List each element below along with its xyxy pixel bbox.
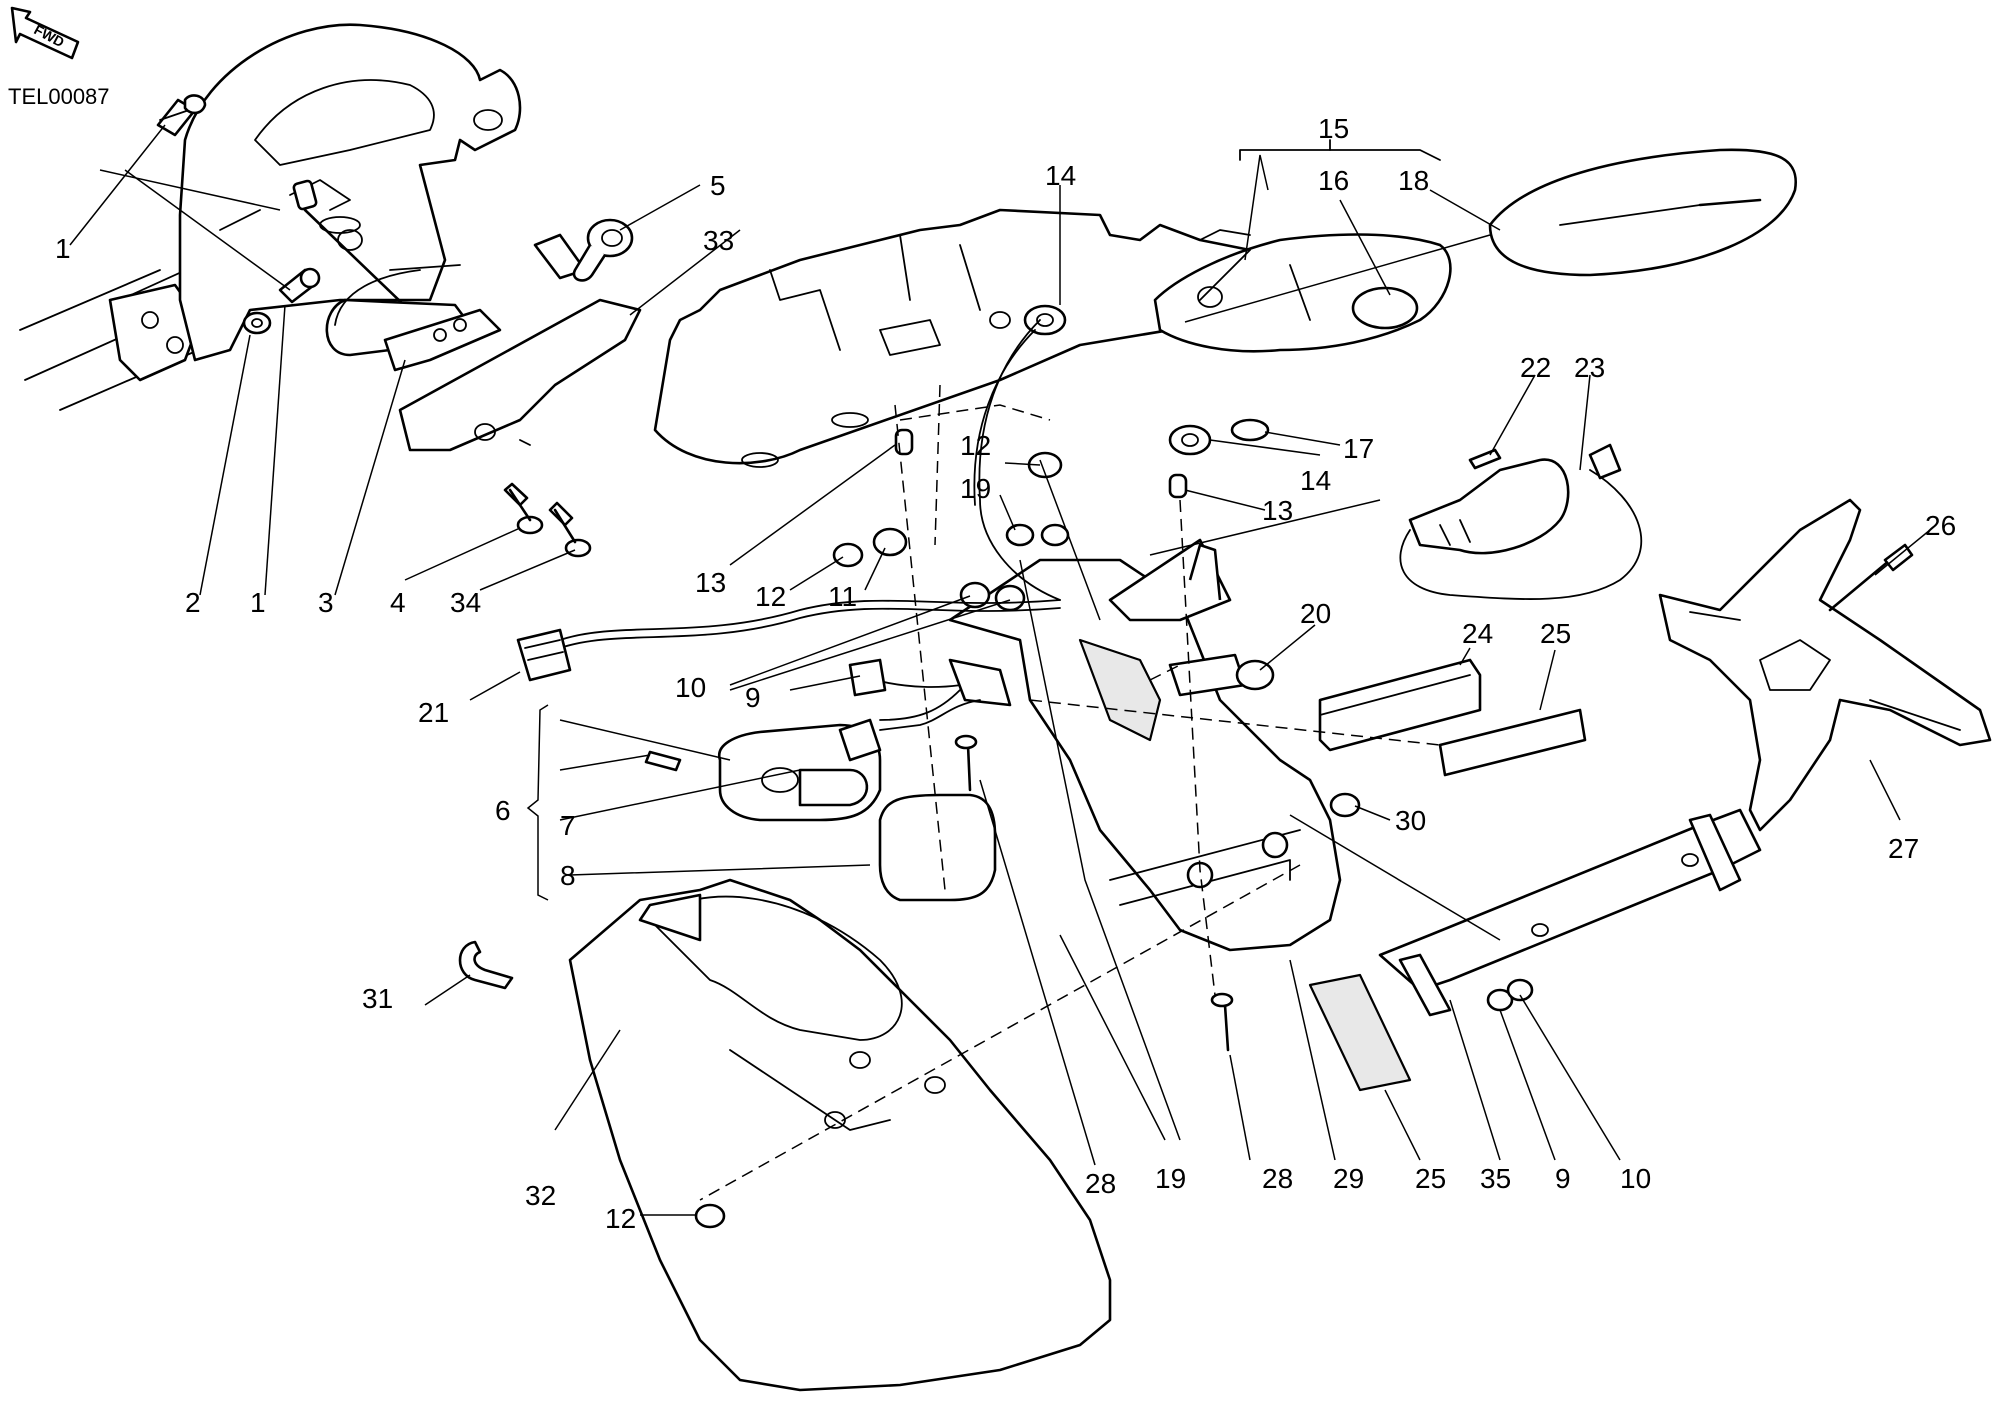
latch-lever (383, 308, 502, 372)
callout-6: 6 (495, 795, 511, 826)
callout-10-bottom: 10 (1620, 1163, 1651, 1194)
reflector-25-right (1438, 708, 1587, 777)
callout-18: 18 (1398, 165, 1429, 196)
screw-6 (644, 750, 682, 772)
callout-25-bottom: 25 (1415, 1163, 1446, 1194)
turn-signal-bracket (1108, 538, 1232, 622)
callout-14-top: 14 (1045, 160, 1076, 191)
callout-10-left: 10 (675, 672, 706, 703)
callout-23: 23 (1574, 352, 1605, 383)
callout-1-a: 1 (55, 233, 71, 264)
bolts-4-34 (503, 482, 592, 558)
clip-31 (458, 940, 514, 990)
callout-35: 35 (1480, 1163, 1511, 1194)
callout-numbers: 1 1 2 3 4 34 5 33 13 12 11 12 19 10 9 21… (55, 113, 1956, 1234)
spacers-19 (1005, 523, 1070, 547)
callout-9-bottom: 9 (1555, 1163, 1571, 1194)
callout-12-top: 12 (960, 430, 991, 461)
callout-12-left: 12 (755, 581, 786, 612)
callout-25-right: 25 (1540, 618, 1571, 649)
callout-29: 29 (1333, 1163, 1364, 1194)
support-bracket-35 (1378, 808, 1762, 1017)
rear-fender-32 (568, 878, 1112, 1392)
rivet-13-right (1168, 473, 1188, 499)
screw-1-bottom (278, 267, 321, 304)
dash-lines (699, 384, 1441, 1201)
grommet-14-top (1023, 304, 1067, 336)
callout-28-left: 28 (1085, 1168, 1116, 1199)
callout-1-b: 1 (250, 587, 266, 618)
callout-24: 24 (1462, 618, 1493, 649)
bulb-17 (1230, 418, 1270, 442)
nut-12-bottom (694, 1203, 726, 1229)
callout-26: 26 (1925, 510, 1956, 541)
turn-signal-right (1399, 443, 1643, 600)
callout-3: 3 (318, 587, 334, 618)
washer-2 (242, 311, 272, 335)
callout-34: 34 (450, 587, 481, 618)
grommet-14-right (1168, 424, 1212, 456)
callout-12-bottom: 12 (605, 1203, 636, 1234)
tail-light-housing (1153, 233, 1452, 353)
bolt-26 (1828, 543, 1914, 612)
seat-latch-bracket (178, 23, 522, 362)
callout-31: 31 (362, 983, 393, 1014)
callout-11: 11 (828, 581, 857, 612)
callout-4: 4 (390, 587, 406, 618)
callout-19-bottom: 19 (1155, 1163, 1186, 1194)
callout-13-left: 13 (695, 567, 726, 598)
callout-15: 15 (1318, 113, 1349, 144)
screw-1-top (156, 94, 207, 137)
turn-signal-left-housing (717, 699, 981, 822)
seat-pad-bracket (398, 298, 642, 452)
callout-5: 5 (710, 170, 726, 201)
callout-28-right: 28 (1262, 1163, 1293, 1194)
lock-cylinder-5 (533, 218, 634, 282)
junction-box (948, 658, 1012, 707)
connector-21 (516, 628, 572, 682)
drawing-code: TEL00087 (8, 84, 110, 109)
license-plate-bracket-27 (1658, 498, 1992, 832)
callout-19-top: 19 (960, 473, 991, 504)
nut-30 (1329, 792, 1361, 818)
leader-lines (69, 124, 1931, 1216)
washer-nut-9-10 (1486, 978, 1534, 1012)
callout-8: 8 (560, 860, 576, 891)
screws-28 (954, 734, 1234, 1052)
forward-arrow-icon: FWD (10, 6, 80, 60)
callout-9-left: 9 (745, 682, 761, 713)
connector-9 (848, 658, 887, 697)
callout-13-right: 13 (1262, 495, 1293, 526)
frame-rail-section (19, 249, 231, 411)
license-plate-holder (948, 558, 1342, 952)
tail-light-bracket-15 (1239, 139, 1441, 161)
callout-7: 7 (560, 810, 576, 841)
plate-light-cover-24 (1318, 658, 1482, 752)
callout-6-bracket (526, 704, 549, 901)
callout-20: 20 (1300, 598, 1331, 629)
callout-2: 2 (185, 587, 201, 618)
callout-30: 30 (1395, 805, 1426, 836)
plate-light-20 (1168, 653, 1275, 697)
callout-32: 32 (525, 1180, 556, 1211)
callout-14-right: 14 (1300, 465, 1331, 496)
callout-17: 17 (1343, 433, 1374, 464)
grommet-11 (872, 527, 908, 557)
callout-27: 27 (1888, 833, 1919, 864)
turn-signal-lens-8 (878, 793, 997, 902)
callout-21: 21 (418, 697, 449, 728)
callout-16: 16 (1318, 165, 1349, 196)
callout-22: 22 (1520, 352, 1551, 383)
tail-light-lens-18 (1488, 148, 1798, 277)
callout-33: 33 (703, 225, 734, 256)
screw-22 (1468, 448, 1502, 470)
nut-12-mid (832, 542, 864, 568)
reflector-25-bottom (1308, 973, 1412, 1092)
